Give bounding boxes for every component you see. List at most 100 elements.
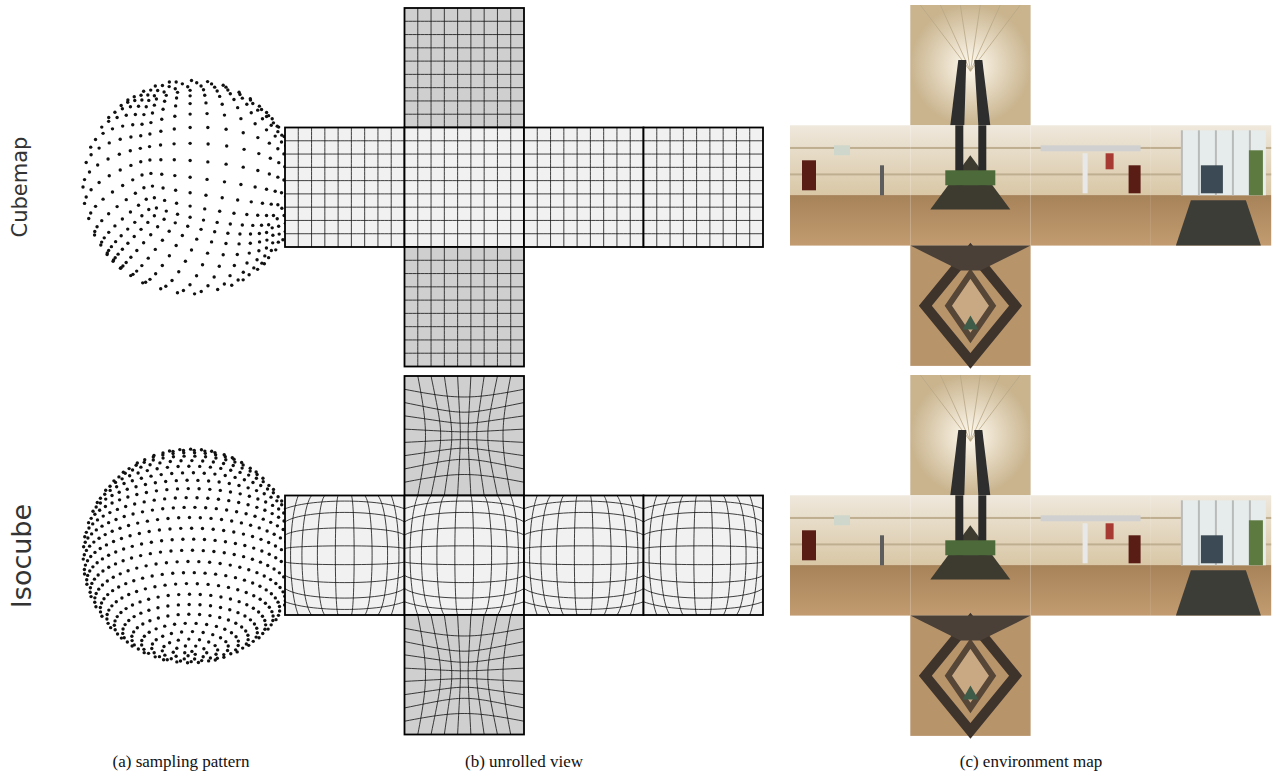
grid-line	[644, 588, 764, 598]
sample-dot	[203, 538, 206, 541]
scene-patch	[1031, 125, 1151, 195]
sample-dot	[224, 474, 227, 477]
sample-dot	[149, 121, 152, 124]
sample-dot	[148, 631, 151, 634]
sample-dot	[236, 253, 239, 256]
sample-dot	[236, 611, 239, 614]
grid-line	[644, 180, 764, 181]
sample-dot	[255, 506, 258, 509]
sample-dot	[184, 622, 187, 625]
sample-dot	[197, 487, 200, 490]
grid-line	[405, 339, 525, 340]
sample-dot	[199, 84, 202, 87]
grid-line	[471, 496, 474, 616]
sample-dot	[252, 607, 255, 610]
sample-dot	[225, 144, 228, 147]
sample-dot	[130, 644, 133, 647]
sample-dot	[119, 138, 122, 141]
sample-dot	[117, 585, 120, 588]
sample-dot	[111, 127, 114, 130]
grid-line	[563, 128, 564, 248]
grid-line	[630, 128, 631, 248]
sample-dot	[206, 80, 209, 83]
sample-dot	[228, 482, 231, 485]
sample-dot	[229, 468, 232, 471]
sample-dot	[153, 94, 156, 97]
sample-dot	[96, 501, 99, 504]
sample-dot	[139, 160, 142, 163]
sample-dot	[140, 639, 143, 642]
grid-line	[285, 180, 405, 181]
sample-dot	[273, 134, 276, 137]
sample-dot	[165, 94, 168, 97]
sample-dot	[245, 103, 248, 106]
grid-line	[285, 512, 405, 522]
sample-dot	[217, 480, 220, 483]
sample-dot	[148, 619, 151, 622]
sample-dot	[224, 540, 227, 543]
sample-dot	[114, 562, 117, 565]
sample-dot	[120, 596, 123, 599]
grid-line	[503, 615, 511, 735]
sample-dot	[159, 287, 162, 290]
sample-dot	[223, 180, 226, 183]
sample-dot	[142, 648, 145, 651]
sample-dot	[240, 461, 243, 464]
sample-dot	[276, 147, 279, 150]
sample-dot	[276, 495, 279, 498]
sample-dot	[143, 458, 146, 461]
sample-dot	[149, 474, 152, 477]
grid-line	[644, 512, 764, 522]
sample-dot	[88, 591, 91, 594]
grid-line	[285, 154, 405, 155]
grid-line	[405, 668, 525, 671]
sample-dot	[277, 240, 280, 243]
sample-dot	[259, 484, 262, 487]
sample-dot	[267, 541, 270, 544]
sample-dot	[105, 617, 108, 620]
sample-dot	[118, 491, 121, 494]
sample-dot	[274, 618, 277, 621]
subfigure-caption: (c) environment map	[960, 752, 1103, 772]
grid-line	[391, 496, 399, 616]
sample-dot	[193, 292, 196, 295]
sample-dot	[199, 593, 202, 596]
sample-dot	[163, 199, 166, 202]
sample-dot	[184, 644, 187, 647]
sample-dot	[194, 644, 197, 647]
grid-line	[405, 389, 525, 397]
sample-dot	[132, 615, 135, 618]
sample-dot	[215, 89, 218, 92]
sample-dot	[129, 164, 132, 167]
sample-dot	[118, 153, 121, 156]
sample-dot	[164, 285, 167, 288]
sample-dot	[107, 116, 110, 119]
sample-dot	[195, 496, 198, 499]
sample-dot	[209, 656, 212, 659]
sample-dot	[170, 279, 173, 282]
sample-dot	[277, 161, 280, 164]
cube-face	[405, 247, 525, 367]
grid-line	[524, 602, 644, 610]
sample-dot	[97, 181, 100, 184]
sample-dot	[218, 210, 221, 213]
sample-dot	[101, 569, 104, 572]
sample-dot	[173, 623, 176, 626]
grid-line	[524, 180, 644, 181]
sample-dot	[249, 232, 252, 235]
face-border	[644, 128, 764, 248]
sample-dot	[120, 477, 123, 480]
grid-line	[405, 74, 525, 75]
sample-dot	[177, 638, 180, 641]
sample-dot	[219, 595, 222, 598]
sample-dot	[194, 653, 197, 656]
sample-dot	[271, 233, 274, 236]
sample-dot	[166, 594, 169, 597]
sample-dot	[105, 613, 108, 616]
sample-dot	[108, 489, 111, 492]
sample-dot	[192, 537, 195, 540]
sample-dot	[142, 186, 145, 189]
sample-dot	[115, 116, 118, 119]
sample-dot	[188, 126, 191, 129]
sample-dot	[142, 113, 145, 116]
